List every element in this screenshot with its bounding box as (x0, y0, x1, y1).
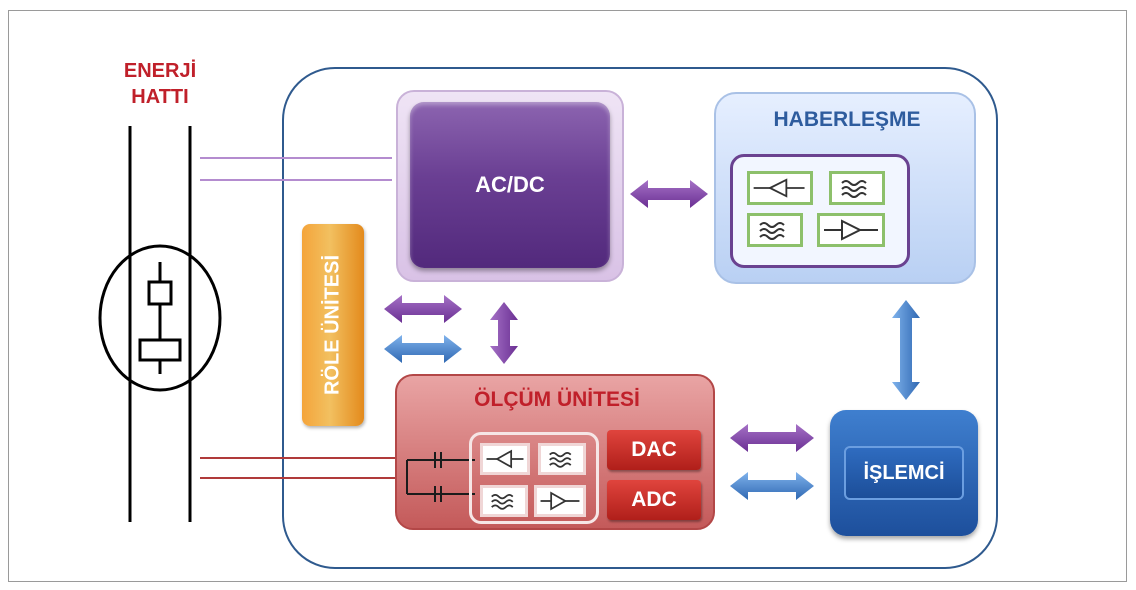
processor-module: İŞLEMCİ (844, 446, 964, 500)
filter-icon (538, 443, 586, 475)
filter-icon (480, 485, 528, 517)
communication-signal-chain (730, 154, 910, 268)
energy-line-title: ENERJİ HATTI (100, 58, 220, 110)
current-transformer-icon (98, 244, 222, 392)
measurement-unit-label: ÖLÇÜM ÜNİTESİ (474, 388, 640, 411)
capacitor-icon (406, 452, 475, 502)
adc-module: ADC (607, 480, 701, 520)
arrow-role-olcum (384, 335, 462, 363)
acdc-label: AC/DC (475, 172, 545, 197)
processor-block: İŞLEMCİ (830, 410, 978, 536)
dac-module: DAC (607, 430, 701, 470)
arrow-acdc-haberlesme (630, 180, 708, 208)
filter-icon (829, 171, 885, 205)
energy-line-title-line1: ENERJİ (123, 60, 197, 82)
amplifier-icon (817, 213, 885, 247)
communication-block: HABERLEŞME (714, 92, 976, 284)
acdc-block: AC/DC (396, 90, 624, 282)
arrow-acdc-olcum (490, 302, 518, 364)
measurement-signal-chain (469, 432, 599, 524)
communication-label: HABERLEŞME (773, 108, 921, 131)
amplifier-icon (480, 443, 530, 475)
main-enclosure (282, 67, 998, 569)
measurement-unit-block: ÖLÇÜM ÜNİTESİ DAC ADC (395, 374, 715, 530)
arrow-role-acdc (384, 295, 462, 323)
amplifier-icon (534, 485, 586, 517)
processor-label: İŞLEMCİ (863, 462, 945, 484)
arrow-haberlesme-islemci (892, 300, 920, 400)
energy-line-title-line2: HATTI (131, 86, 189, 108)
arrow-olcum-islemci-purple (730, 424, 814, 452)
filter-icon (747, 213, 803, 247)
amplifier-icon (747, 171, 813, 205)
relay-unit-block: RÖLE ÜNİTESİ (302, 224, 364, 426)
arrow-olcum-islemci-blue (730, 472, 814, 500)
acdc-module: AC/DC (410, 102, 610, 268)
relay-unit-label: RÖLE ÜNİTESİ (321, 254, 344, 396)
